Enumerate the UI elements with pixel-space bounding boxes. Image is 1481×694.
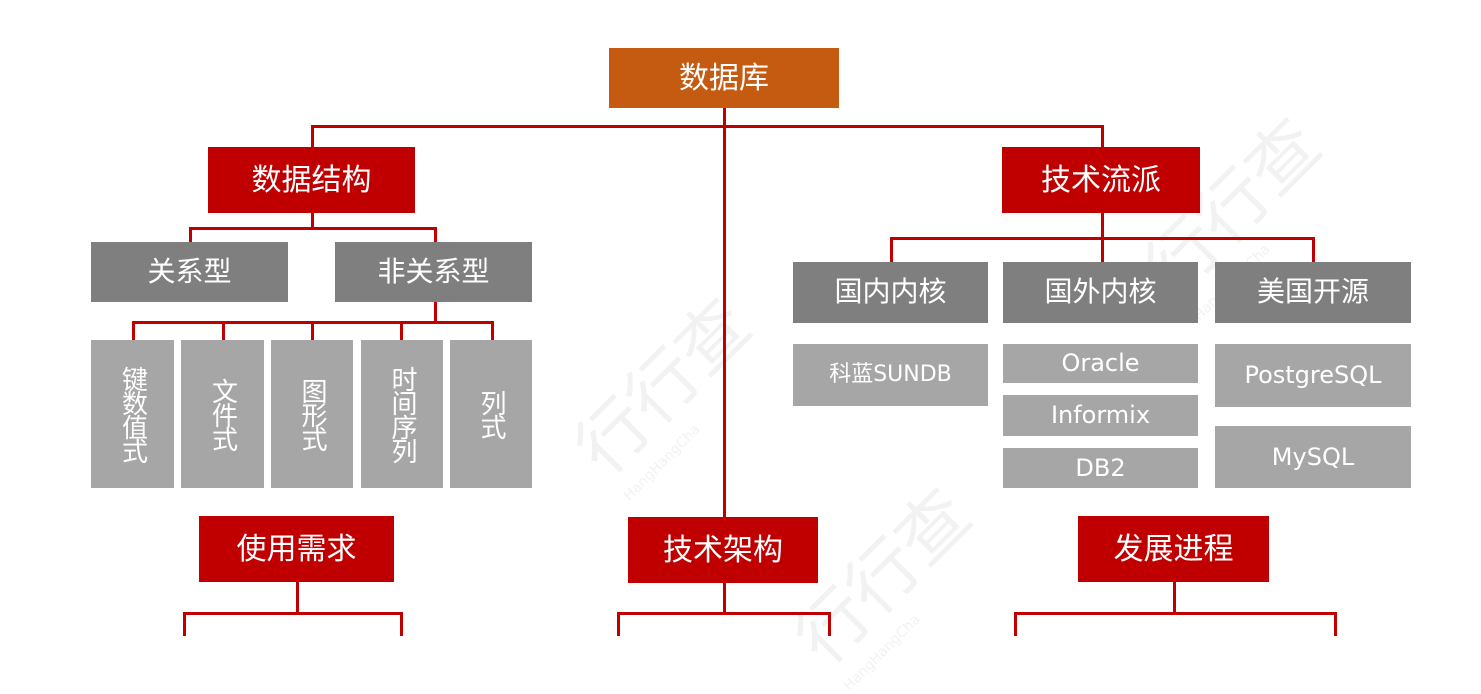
connector xyxy=(183,612,403,615)
node-graph: 图形式 xyxy=(271,340,353,488)
connector xyxy=(491,321,494,341)
node-mysql: MySQL xyxy=(1215,426,1411,488)
connector xyxy=(1014,612,1337,615)
connector xyxy=(1014,612,1017,636)
connector xyxy=(1101,125,1104,148)
node-non-relational: 非关系型 xyxy=(335,242,532,302)
connector xyxy=(434,227,437,243)
connector xyxy=(617,612,831,615)
connector xyxy=(311,213,314,229)
connector xyxy=(1334,612,1337,636)
connector xyxy=(617,612,620,636)
connector xyxy=(434,302,437,324)
connector xyxy=(1173,580,1176,614)
connector xyxy=(311,321,314,341)
node-tech-architecture: 技术架构 xyxy=(628,517,818,583)
node-db2: DB2 xyxy=(1003,448,1198,488)
connector xyxy=(296,580,299,614)
connector xyxy=(890,237,893,263)
node-data-structure: 数据结构 xyxy=(208,147,415,213)
node-domestic-kernel: 国内内核 xyxy=(793,262,988,323)
node-dev-process: 发展进程 xyxy=(1078,516,1269,582)
node-usage-needs: 使用需求 xyxy=(199,516,394,582)
connector xyxy=(183,612,186,636)
node-key-value: 键数值式 xyxy=(91,340,174,488)
connector xyxy=(222,321,225,341)
connector xyxy=(189,227,437,230)
connector xyxy=(828,612,831,636)
node-sundb: 科蓝SUNDB xyxy=(793,344,988,406)
connector xyxy=(723,582,726,614)
node-time-series: 时间序列 xyxy=(361,340,443,488)
node-informix: Informix xyxy=(1003,395,1198,436)
connector xyxy=(400,321,403,341)
connector xyxy=(890,237,1315,240)
node-relational: 关系型 xyxy=(91,242,288,302)
node-foreign-kernel: 国外内核 xyxy=(1003,262,1198,323)
node-us-open-source: 美国开源 xyxy=(1215,262,1411,323)
connector xyxy=(723,108,726,518)
node-columnar: 列式 xyxy=(450,340,532,488)
connector xyxy=(400,612,403,636)
connector xyxy=(189,227,192,243)
node-document: 文件式 xyxy=(181,340,264,488)
connector xyxy=(1312,237,1315,263)
connector xyxy=(311,125,1104,128)
node-oracle: Oracle xyxy=(1003,344,1198,383)
node-database: 数据库 xyxy=(609,48,839,108)
node-tech-school: 技术流派 xyxy=(1002,147,1200,213)
connector xyxy=(132,321,135,341)
connector xyxy=(311,125,314,148)
node-postgresql: PostgreSQL xyxy=(1215,344,1411,407)
